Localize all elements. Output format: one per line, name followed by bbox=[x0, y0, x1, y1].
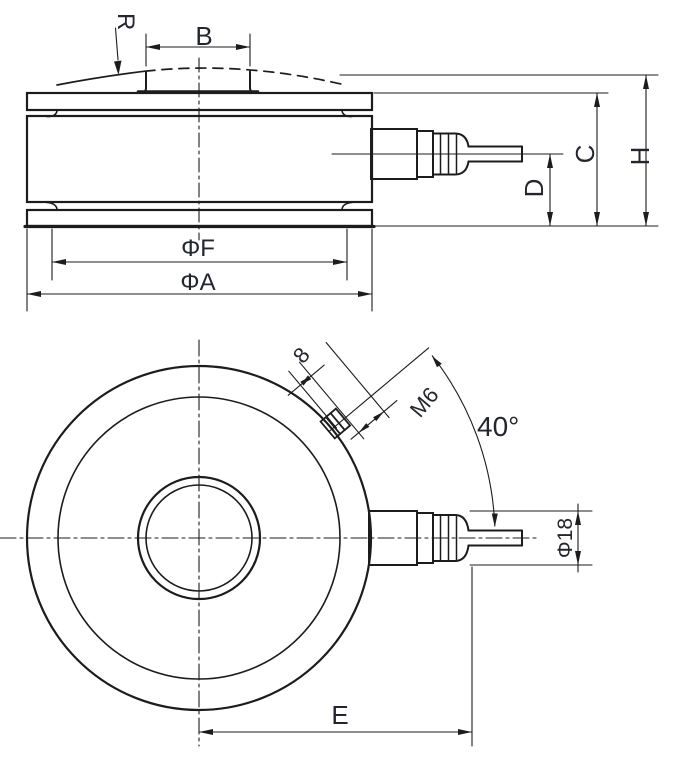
side-relief-notches bbox=[46, 109, 353, 211]
side-load-boss bbox=[136, 70, 260, 94]
dim-label-c: C bbox=[570, 145, 600, 164]
m6-boss bbox=[319, 407, 352, 440]
top-arrowheads bbox=[199, 356, 581, 735]
sphere-curve-solid bbox=[56, 70, 146, 86]
top-dimension-lines bbox=[198, 503, 593, 747]
top-cable-connector bbox=[368, 510, 523, 566]
dim-label-b: B bbox=[195, 21, 212, 51]
dim-label-40deg: 40° bbox=[477, 411, 519, 442]
m6-dimension-lines bbox=[287, 341, 496, 527]
dim-label-e: E bbox=[331, 700, 348, 730]
dim-label-h: H bbox=[625, 147, 655, 166]
side-view: R B C D H ΦF ΦA bbox=[23, 13, 659, 312]
dim-label-m6: M6 bbox=[405, 382, 444, 421]
dim-label-phi-a: ΦA bbox=[180, 269, 215, 296]
sphere-curve-dashed bbox=[144, 67, 342, 85]
top-view: 8 M6 40° Φ18 E bbox=[0, 339, 593, 747]
dim-label-r: R bbox=[112, 13, 139, 30]
dim-label-phi-f: ΦF bbox=[181, 235, 215, 262]
dim-label-phi18: Φ18 bbox=[554, 518, 577, 558]
side-arrowheads bbox=[27, 44, 649, 297]
side-spherical-surface bbox=[56, 67, 342, 86]
dim-label-8: 8 bbox=[288, 342, 315, 367]
side-dimension-lines bbox=[26, 27, 659, 312]
dim-label-d: D bbox=[519, 179, 549, 198]
